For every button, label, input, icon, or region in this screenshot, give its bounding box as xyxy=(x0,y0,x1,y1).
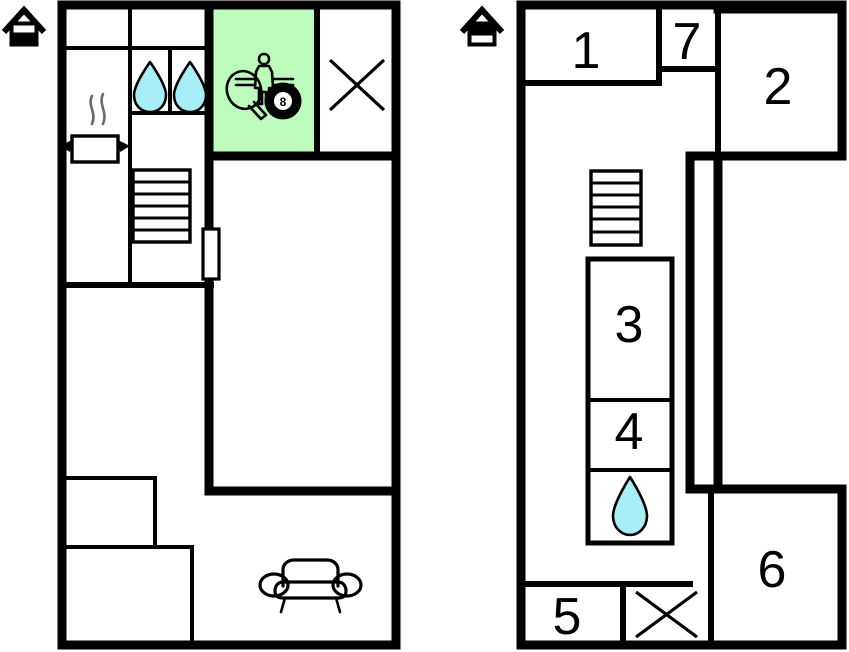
cross-icon xyxy=(328,58,386,112)
room-number-5: 5 xyxy=(553,588,582,646)
ground-floor-indicator xyxy=(1,5,47,47)
water-drop-icon xyxy=(611,475,649,537)
first-floor-indicator xyxy=(459,5,505,47)
water-drop-icon xyxy=(172,60,208,114)
room-number-7: 7 xyxy=(673,13,702,71)
room-number-4: 4 xyxy=(615,403,644,461)
door-icon xyxy=(201,227,221,281)
sofa-icon xyxy=(258,558,363,614)
water-drop-icon xyxy=(132,60,168,114)
eight-ball-number: 8 xyxy=(280,95,287,109)
cross-icon xyxy=(635,590,698,639)
games-room-icons: 8 xyxy=(225,52,302,121)
staircase-icon xyxy=(589,169,643,247)
cooking-pot-icon xyxy=(60,92,130,164)
ground-store-a-wall xyxy=(60,476,157,549)
ground-store-b-wall xyxy=(60,545,194,647)
room-number-6: 6 xyxy=(758,541,787,599)
house-icon xyxy=(1,5,47,47)
room-number-2: 2 xyxy=(764,58,793,116)
first-floor-perimeter-right-upper xyxy=(516,0,847,650)
table-tennis-paddle-icon xyxy=(225,69,268,121)
ground-floor-plan: 8 xyxy=(1,0,401,650)
first-floor-perimeter-top xyxy=(516,0,847,161)
ground-floor-outer-wall xyxy=(57,0,401,650)
first-floor-outer-wall xyxy=(516,0,847,650)
games-room-highlight xyxy=(213,8,317,156)
house-icon xyxy=(459,5,505,47)
first-floor-plan: 1 7 2 3 4 5 6 xyxy=(459,0,847,650)
room-number-3: 3 xyxy=(615,296,644,354)
billiard-eight-ball-icon: 8 xyxy=(264,82,302,120)
staircase-icon xyxy=(131,168,192,244)
room-number-1: 1 xyxy=(572,22,601,80)
